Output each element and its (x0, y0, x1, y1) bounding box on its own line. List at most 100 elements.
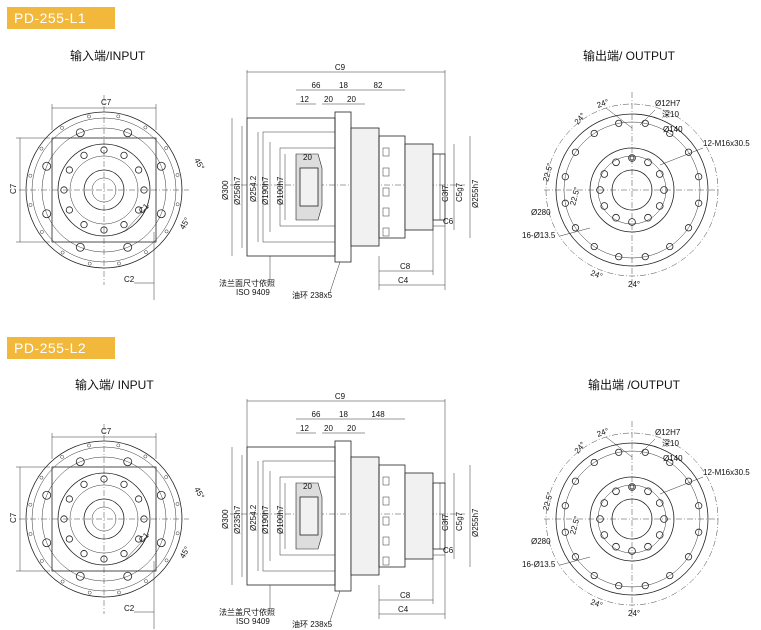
side-housing-ring (334, 111, 352, 263)
note-flange: 法兰面尺寸依照 (219, 278, 275, 288)
input-bolt-hole (75, 457, 85, 467)
label-255: Ø255h7 (471, 179, 480, 208)
input-title-l1: 输入端/INPUT (70, 49, 146, 63)
input-flange-ring (31, 446, 177, 592)
output-tapped-hole (612, 158, 620, 167)
output-tapped-hole (655, 202, 664, 210)
label-100: Ø100h7 (276, 176, 285, 205)
label-225-a: 22.5° (541, 162, 555, 182)
input-flange-ring (31, 117, 177, 263)
label-c3: C3f7 (441, 185, 450, 202)
input-bolt-hole (75, 571, 85, 581)
input-bolt-circle (41, 127, 167, 253)
input-bolt-hole (42, 161, 52, 171)
input-outer-hole (60, 454, 64, 459)
label-c2: C2 (124, 604, 135, 613)
side-bolt (382, 147, 390, 157)
oring-leader (329, 261, 341, 293)
output-flange (589, 476, 675, 562)
input-outer-hole (39, 475, 44, 480)
input-bolt-hole (42, 538, 52, 548)
input-inner-bolt-hole (65, 166, 73, 174)
output-through-hole (666, 129, 674, 138)
input-bolt-hole (42, 209, 52, 219)
label-190: Ø190h7 (261, 176, 270, 205)
output-through-hole (590, 458, 598, 467)
side-coupling-bore (299, 167, 319, 207)
input-outer-hole (28, 532, 33, 536)
input-inner-bolt-hole (100, 226, 108, 234)
label-18: 18 (339, 410, 348, 419)
output-through-hole (695, 199, 703, 207)
input-outer-hole (175, 173, 180, 177)
input-outer-hole (87, 443, 91, 448)
label-24-b: 24° (573, 111, 588, 126)
output-through-hole (615, 253, 623, 261)
input-outer-hole (28, 173, 33, 178)
input-inner-bolt-hole (100, 475, 108, 483)
label-20c: 20 (303, 153, 312, 162)
output-tapped-hole (628, 154, 636, 162)
label-c3: C3f7 (441, 514, 450, 531)
label-12: 12 (300, 95, 309, 104)
input-outer-hole (143, 454, 148, 459)
side-coupling-bore (299, 496, 319, 536)
input-outer-hole (175, 531, 180, 536)
output-tapped-hole (644, 487, 652, 496)
input-outer-flange (25, 111, 183, 269)
label-45-upper: 45° (192, 486, 206, 501)
input-outer-hole (87, 114, 91, 119)
input-bolt-circle (41, 456, 167, 582)
output-through-hole (561, 502, 569, 510)
input-outer-hole (117, 261, 121, 266)
input-outer-hole (39, 559, 44, 563)
label-d135: 16-Ø13.5 (522, 231, 556, 240)
side-bolt (382, 496, 390, 506)
output-through-hole (641, 582, 649, 590)
output-tapped-hole (644, 213, 652, 222)
input-outer-hole (144, 250, 148, 255)
input-inner-bolt-hole (60, 515, 68, 523)
label-c5: C5g7 (455, 511, 464, 531)
side-bolt (382, 516, 390, 526)
label-24-a: 24° (596, 426, 610, 439)
label-24-c: 24° (589, 597, 603, 610)
m16-leader (659, 147, 704, 166)
output-pin-hole (629, 155, 635, 161)
model-badge-l2: PD-255-L2 (7, 337, 115, 359)
label-d12h7: Ø12H7 (655, 428, 681, 437)
output-tapped-hole (644, 158, 652, 167)
output-through-hole (590, 571, 598, 580)
label-20b: 20 (347, 424, 356, 433)
label-20c: 20 (303, 482, 312, 491)
note-flange: 法兰盖尺寸依照 (219, 607, 275, 617)
output-through-hole (590, 129, 598, 138)
output-view: 24°24°24°24°22.5°22.5°Ø12H7深10Ø14012-M16… (522, 92, 750, 289)
side-output-pilot (432, 482, 446, 550)
input-outer-hole (87, 590, 92, 595)
label-c7-side: C7 (9, 512, 18, 523)
output-outer (555, 113, 709, 267)
output-outer (555, 442, 709, 596)
side-output-pilot (432, 153, 446, 221)
label-c6: C6 (443, 546, 454, 555)
label-254: Ø254.2 (249, 175, 258, 202)
input-inner-bolt-hole (60, 186, 68, 194)
label-c9: C9 (335, 63, 346, 72)
label-deep10: 深10 (662, 439, 679, 448)
input-outer-hole (28, 203, 33, 207)
input-bolt-hole (123, 571, 133, 581)
input-inner-bolt-hole (135, 206, 143, 214)
output-through-hole (641, 119, 649, 127)
side-bolt (382, 167, 390, 177)
input-outer-hole (60, 125, 64, 130)
side-bolt (382, 187, 390, 197)
output-bolt-circle (563, 450, 701, 588)
output-tapped-hole (644, 542, 652, 551)
input-bolt-hole (42, 490, 52, 500)
label-190: Ø190h7 (261, 505, 270, 534)
label-225-b: 22.5° (568, 515, 582, 535)
input-outer-hole (164, 146, 169, 150)
label-20a: 20 (324, 95, 333, 104)
label-c8: C8 (400, 591, 411, 600)
